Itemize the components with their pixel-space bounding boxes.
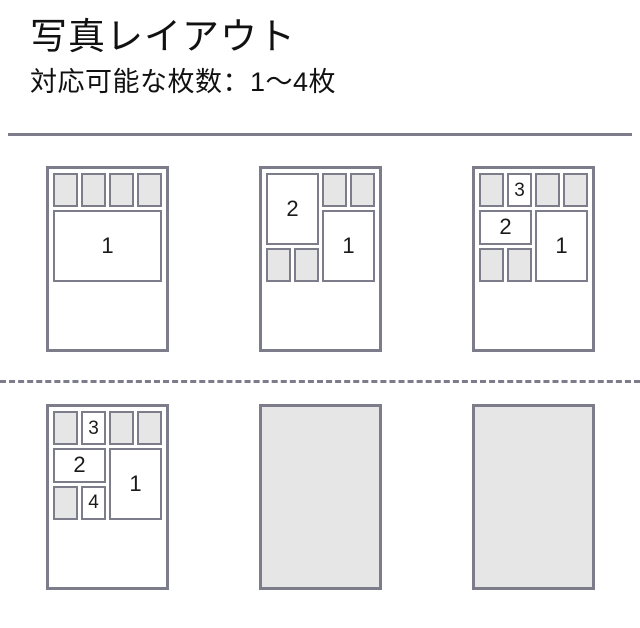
photo-slot-1[interactable]: 1 (109, 448, 162, 520)
empty-slot[interactable] (137, 173, 162, 208)
slot-number-label: 2 (499, 214, 512, 240)
slot-number-label: 4 (88, 492, 99, 514)
page-title: 写真レイアウト (30, 16, 296, 57)
slot-number-label: 1 (342, 233, 355, 259)
empty-slot[interactable] (322, 173, 347, 208)
header-divider (8, 133, 632, 136)
photo-slot-1[interactable]: 1 (535, 210, 588, 282)
empty-slot[interactable] (350, 173, 375, 208)
photo-slot-1[interactable]: 1 (53, 210, 162, 282)
slot-number-label: 3 (88, 417, 99, 439)
slot-number-label: 2 (286, 195, 299, 221)
slot-grid: 1 (53, 173, 162, 282)
empty-slot[interactable] (109, 411, 134, 446)
empty-slot[interactable] (53, 411, 78, 446)
slot-number-label: 1 (555, 233, 568, 259)
empty-slot[interactable] (81, 173, 106, 208)
empty-slot[interactable] (479, 173, 504, 208)
slot-number-label: 2 (73, 452, 86, 478)
slot-number-label: 3 (514, 179, 525, 201)
layout-card-5[interactable] (259, 404, 382, 590)
empty-slot[interactable] (109, 173, 134, 208)
empty-slot[interactable] (479, 247, 504, 282)
empty-slot[interactable] (563, 173, 588, 208)
row-separator-dashed (0, 380, 640, 383)
layout-card-1[interactable]: 1 (46, 166, 169, 352)
photo-slot-2[interactable]: 2 (479, 210, 532, 245)
empty-slot[interactable] (53, 173, 78, 208)
empty-slot[interactable] (294, 247, 319, 282)
layout-card-6[interactable] (472, 404, 595, 590)
empty-slot[interactable] (507, 247, 532, 282)
slot-number-label: 1 (129, 471, 142, 497)
empty-slot[interactable] (535, 173, 560, 208)
photo-slot-2[interactable]: 2 (266, 173, 319, 245)
slot-number-label: 1 (101, 233, 114, 259)
page-subtitle: 対応可能な枚数：1〜4枚 (30, 67, 337, 97)
photo-slot-3[interactable]: 3 (507, 173, 532, 208)
empty-slot[interactable] (266, 247, 291, 282)
page-header: 写真レイアウト 対応可能な枚数：1〜4枚 (0, 0, 640, 100)
photo-slot-2[interactable]: 2 (53, 448, 106, 483)
empty-slot[interactable] (137, 411, 162, 446)
photo-slot-1[interactable]: 1 (322, 210, 375, 282)
empty-slot[interactable] (53, 485, 78, 520)
photo-slot-4[interactable]: 4 (81, 485, 106, 520)
photo-slot-3[interactable]: 3 (81, 411, 106, 446)
